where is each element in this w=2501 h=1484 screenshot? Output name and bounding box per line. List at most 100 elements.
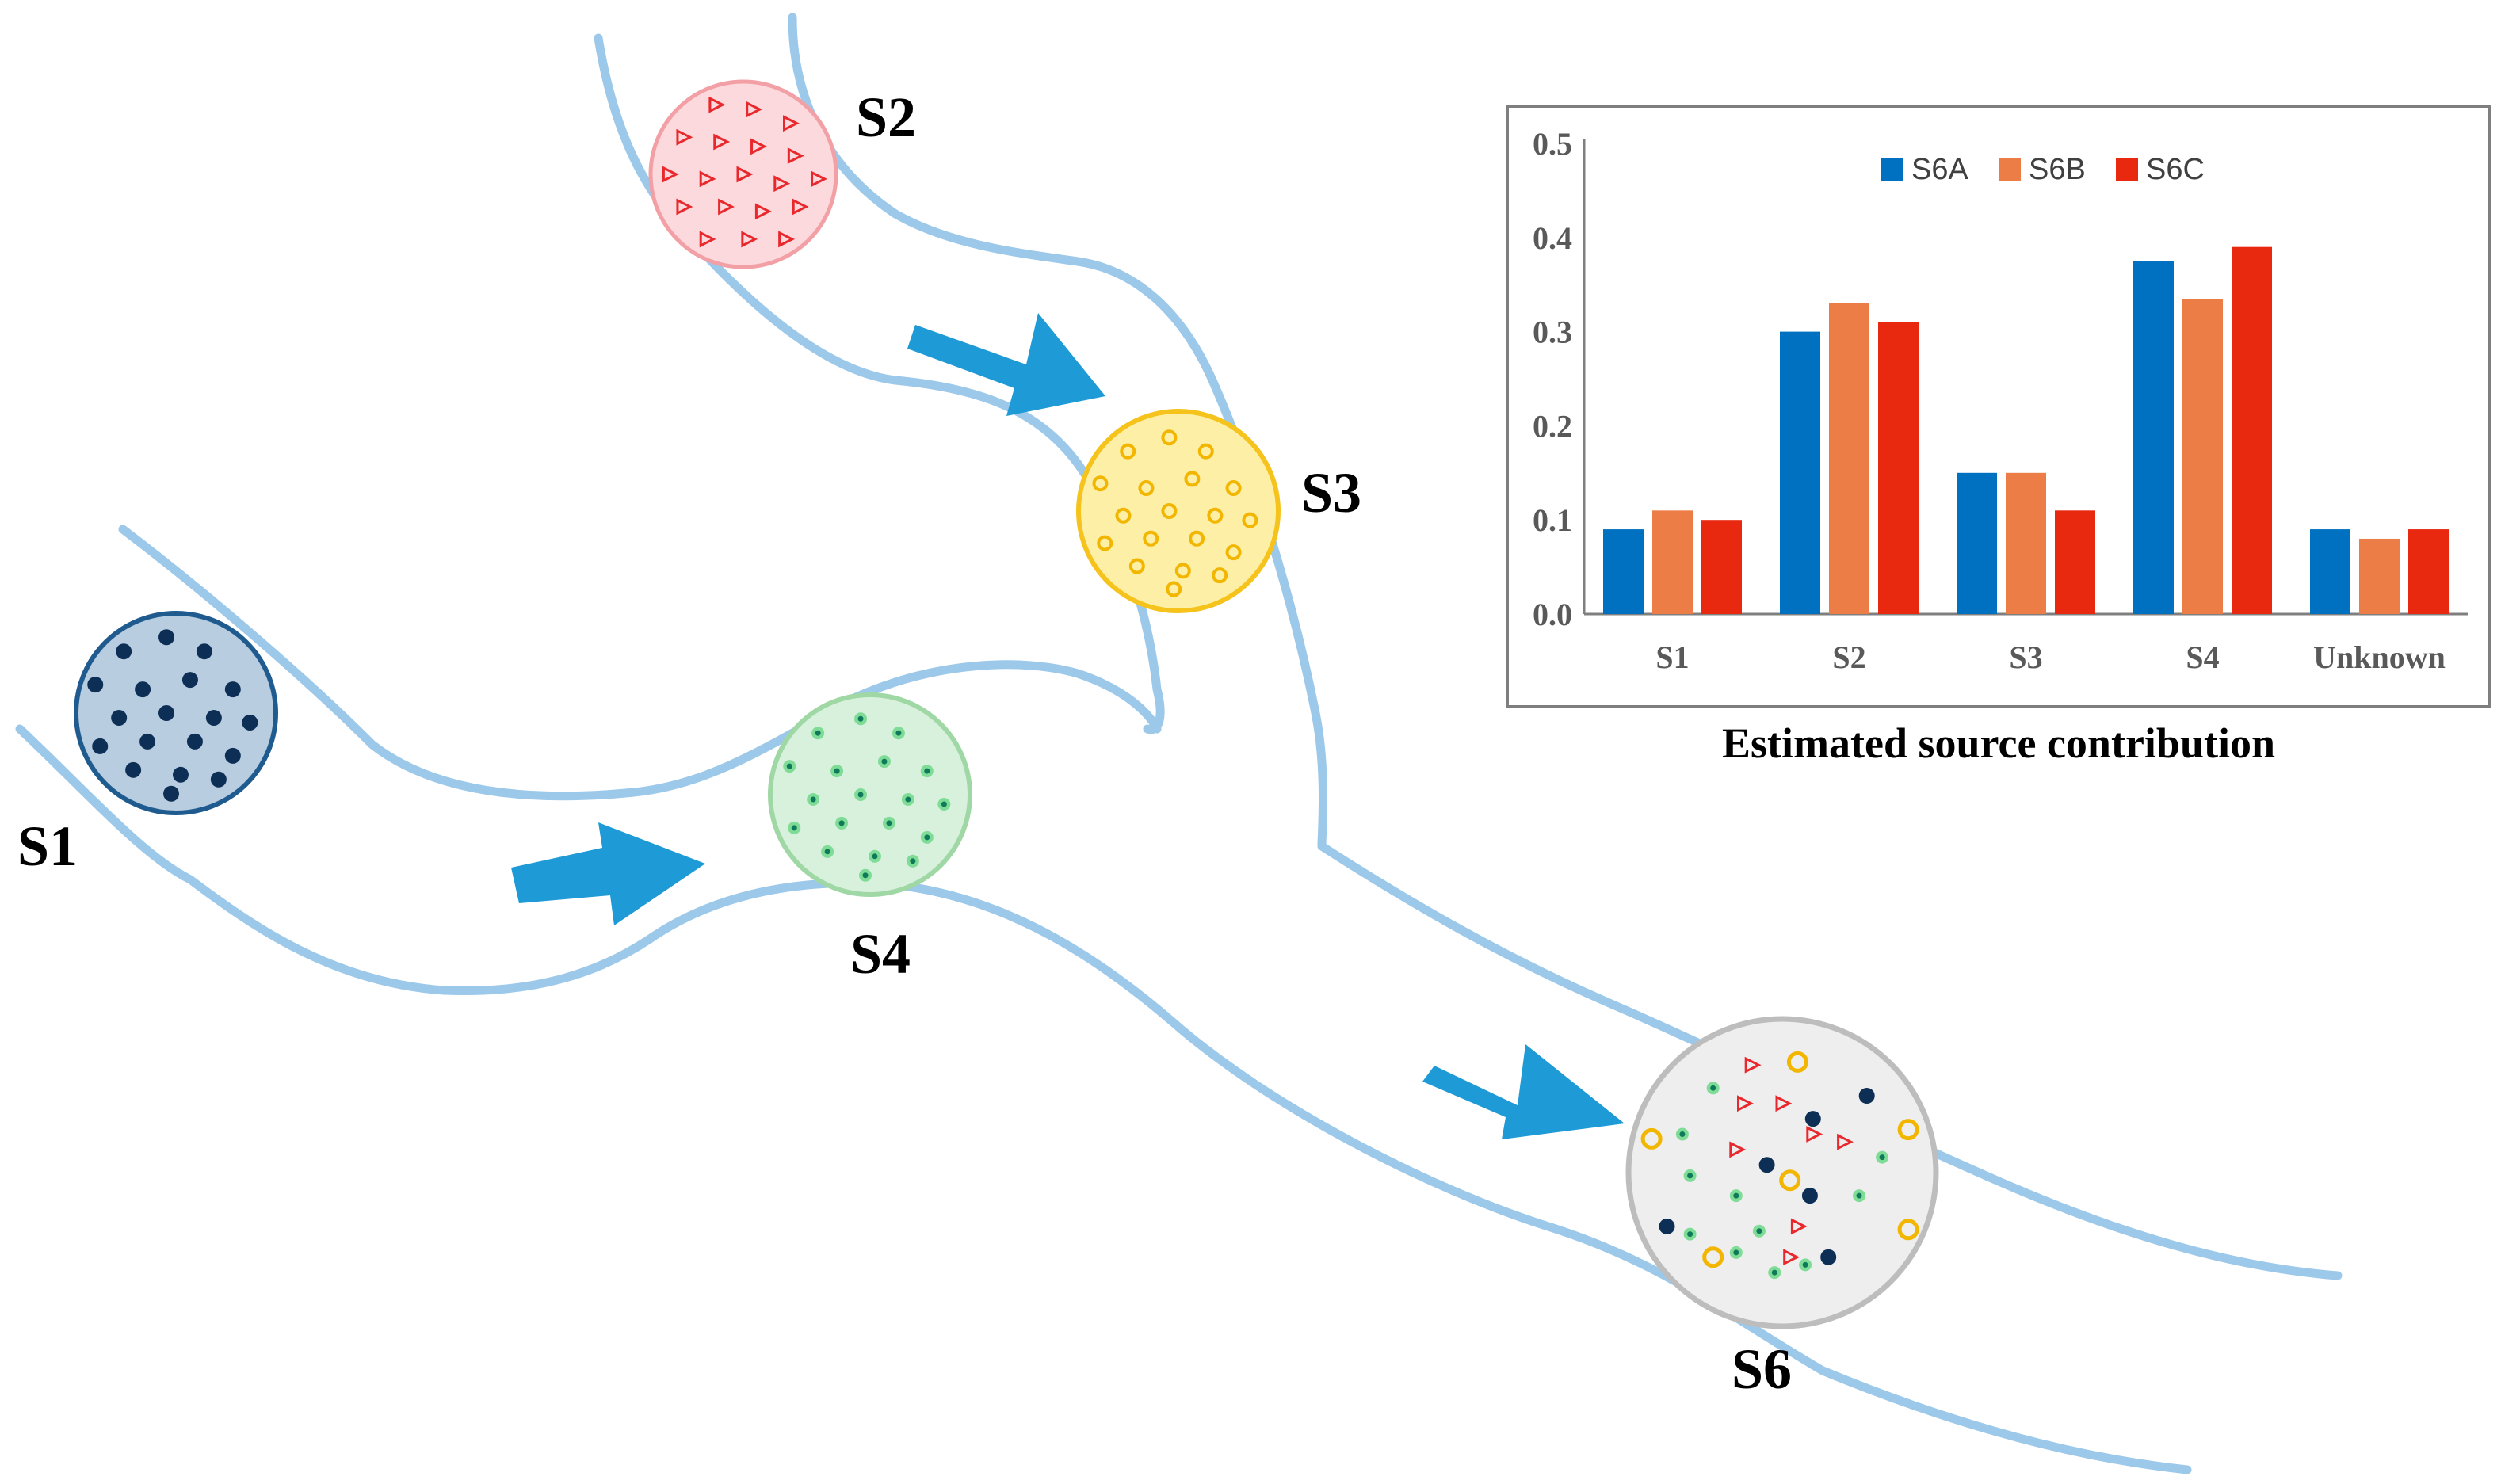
river-bank-s1-upper — [118, 525, 1162, 801]
sediment-triangle-icon — [1729, 1141, 1747, 1158]
sediment-dot-icon — [1659, 1218, 1675, 1234]
site-label-s6: S6 — [1732, 1337, 1793, 1401]
sediment-green-core-icon — [924, 768, 930, 774]
legend-label-s6a: S6A — [1911, 153, 1968, 186]
sediment-triangle-icon — [787, 147, 804, 165]
site-label-s4: S4 — [850, 922, 911, 986]
sediment-triangle-icon — [1790, 1218, 1808, 1235]
flow-arrow-icon — [1422, 1044, 1625, 1139]
sediment-dot-icon — [163, 785, 180, 802]
sediment-green-core-icon — [881, 758, 888, 765]
sediment-ring-icon — [1097, 535, 1113, 551]
sediment-green-core-icon — [862, 872, 869, 879]
sediment-triangle-icon — [699, 170, 716, 188]
sediment-dot-icon — [224, 681, 241, 698]
y-tick-label: 0.4 — [1533, 220, 1572, 256]
sediment-triangle-icon — [713, 133, 731, 151]
sediment-triangle-icon — [662, 166, 679, 183]
sediment-triangle-icon — [811, 170, 827, 188]
sediment-dot-icon — [205, 709, 222, 726]
sediment-ring-icon — [1640, 1127, 1663, 1150]
y-tick-label: 0.1 — [1533, 502, 1572, 538]
bar-s6c-s4 — [2232, 246, 2272, 614]
legend-swatch-s6c — [2116, 158, 2138, 181]
sediment-ring-icon — [1143, 530, 1159, 547]
x-tick-label: Unknown — [2313, 639, 2446, 675]
legend-label-s6b: S6B — [2029, 153, 2086, 186]
bar-s6c-unknown — [2408, 529, 2449, 614]
sediment-triangle-icon — [741, 231, 758, 248]
sediment-triangle-icon — [746, 101, 763, 118]
sediment-ring-icon — [1161, 503, 1178, 519]
sediment-triangle-icon — [736, 166, 754, 183]
bar-s6c-s2 — [1878, 322, 1919, 614]
chart-bars — [1603, 246, 2449, 614]
sediment-ring-icon — [1197, 443, 1214, 460]
sediment-ring-icon — [1138, 480, 1155, 497]
sediment-dot-icon — [135, 681, 151, 698]
sediment-dot-icon — [1804, 1111, 1821, 1127]
site-label-s3: S3 — [1301, 461, 1362, 525]
sediment-green-core-icon — [1687, 1173, 1693, 1179]
sediment-triangle-icon — [676, 198, 693, 216]
bar-s6b-s4 — [2182, 299, 2223, 614]
sediment-triangle-icon — [1775, 1095, 1793, 1112]
sediment-ring-icon — [1207, 507, 1224, 524]
sediment-green-core-icon — [1856, 1192, 1862, 1199]
sediment-green-core-icon — [810, 796, 816, 803]
legend-swatch-s6b — [1999, 158, 2021, 181]
sediment-ring-icon — [1242, 512, 1258, 528]
sediment-green-core-icon — [786, 763, 792, 769]
river-bank-s1-lower — [15, 724, 2192, 1474]
bar-s6b-unknown — [2359, 538, 2400, 614]
sediment-triangle-icon — [708, 96, 726, 113]
y-tick-label: 0.2 — [1533, 408, 1572, 444]
sediment-green-core-icon — [838, 820, 845, 826]
sediment-green-core-icon — [857, 715, 864, 722]
sediment-green-core-icon — [1879, 1154, 1885, 1161]
sediment-green-core-icon — [886, 820, 892, 826]
bar-s6c-s1 — [1701, 520, 1742, 614]
y-tick-label: 0.3 — [1533, 315, 1572, 350]
sediment-dot-icon — [186, 733, 203, 750]
sediment-green-core-icon — [1687, 1231, 1693, 1238]
site-label-s2: S2 — [856, 86, 917, 149]
sediment-dot-icon — [116, 643, 132, 660]
sediment-dot-icon — [1801, 1188, 1818, 1204]
sediment-ring-icon — [1786, 1051, 1808, 1073]
x-tick-label: S2 — [1832, 639, 1865, 675]
bar-s6c-s3 — [2055, 510, 2095, 614]
sediment-green-core-icon — [791, 825, 797, 831]
sediment-dot-icon — [158, 629, 175, 646]
sediment-green-core-icon — [1733, 1249, 1739, 1256]
sediment-green-core-icon — [872, 853, 878, 860]
sediment-ring-icon — [1702, 1246, 1724, 1268]
x-tick-label: S3 — [2009, 639, 2042, 675]
bar-s6b-s1 — [1652, 510, 1693, 614]
sediment-green-core-icon — [815, 730, 821, 736]
sediment-dot-icon — [172, 766, 189, 783]
sediment-dot-icon — [181, 672, 198, 689]
sediment-dot-icon — [224, 747, 241, 764]
bar-s6a-s2 — [1780, 331, 1820, 614]
sediment-dot-icon — [1858, 1088, 1875, 1104]
x-tick-label: S1 — [1655, 639, 1689, 675]
x-tick-label: S4 — [2186, 639, 2219, 675]
y-tick-label: 0.0 — [1533, 597, 1572, 632]
sediment-ring-icon — [1225, 480, 1242, 497]
sediment-dot-icon — [125, 761, 142, 778]
sediment-dot-icon — [92, 738, 109, 754]
sediment-ring-icon — [1128, 558, 1145, 574]
bar-s6a-s1 — [1603, 529, 1644, 614]
site-s6-circle — [1625, 1016, 1939, 1329]
sediment-ring-icon — [1161, 429, 1178, 446]
legend-swatch-s6a — [1881, 158, 1903, 181]
sediment-ring-icon — [1120, 443, 1136, 460]
sediment-green-core-icon — [1771, 1269, 1777, 1276]
sediment-green-core-icon — [1802, 1261, 1808, 1268]
sediment-ring-icon — [1166, 581, 1182, 597]
sediment-dot-icon — [139, 733, 156, 750]
site-s3-circle — [1076, 409, 1281, 613]
sediment-triangle-icon — [773, 175, 791, 193]
